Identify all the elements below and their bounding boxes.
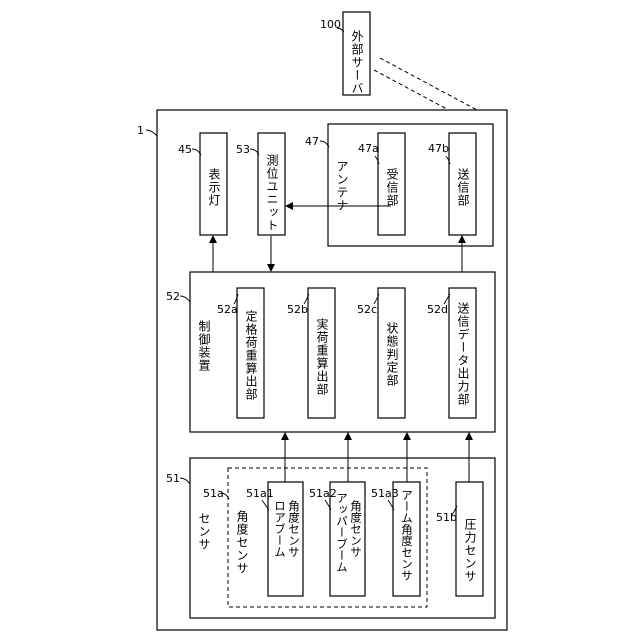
antenna-ref: 47 (305, 135, 319, 148)
sensor-label: センサ (197, 512, 211, 551)
external-server-label: 外部サーバ (350, 30, 364, 95)
angle-sensor-label: 角度センサ (235, 510, 249, 575)
pressure-sensor-label: 圧力センサ (463, 518, 477, 583)
sensor-ref: 51 (166, 472, 180, 485)
arm-angle-sensor-label: アーム角度センサ (400, 489, 414, 581)
lower-boom-sensor-line1: ロアブーム (273, 500, 287, 558)
arm-angle-sensor-ref: 51a3 (371, 487, 399, 500)
transmitter-label: 送信部 (456, 167, 470, 207)
upper-boom-sensor-ref: 51a2 (309, 487, 337, 500)
device-leader (146, 130, 157, 136)
pressure-sensor-ref: 51b (436, 511, 457, 524)
transmitter-ref: 47b (428, 142, 449, 155)
indicator-lamp-ref: 45 (178, 143, 192, 156)
device-ref: 1 (137, 124, 144, 137)
upper-boom-sensor-line2: 角度センサ (349, 500, 363, 558)
receiver-ref: 47a (358, 142, 379, 155)
rated-load-calc-ref: 52a (217, 303, 238, 316)
wireless-link-1 (380, 58, 492, 118)
tx-data-output-label: 送信データ出力部 (456, 301, 470, 406)
actual-load-calc-ref: 52b (287, 303, 308, 316)
angle-sensor-ref: 51a (203, 487, 224, 500)
state-determination-label: 状態判定部 (385, 322, 399, 387)
external-server-ref: 100 (320, 18, 341, 31)
tx-data-output-ref: 52d (427, 303, 448, 316)
positioning-unit-ref: 53 (236, 143, 250, 156)
lower-boom-sensor-ref: 51a1 (246, 487, 274, 500)
controller-label: 制御装置 (197, 320, 211, 372)
lower-boom-sensor-line2: 角度センサ (287, 500, 301, 558)
state-determination-ref: 52c (357, 303, 377, 316)
positioning-unit-label: 測位ユニット (265, 154, 279, 232)
controller-ref: 52 (166, 290, 180, 303)
upper-boom-sensor-line1: アッパーブーム (335, 492, 349, 573)
antenna: アンテナ 47 受信部 47a 送信部 47b (305, 124, 493, 246)
actual-load-calc-label: 実荷重算出部 (315, 317, 329, 396)
antenna-label: アンテナ (335, 160, 349, 212)
receiver-label: 受信部 (385, 168, 399, 207)
controller: 制御装置 52 定格荷重算出部 52a 実荷重算出部 52b 状態判定部 52c… (166, 272, 495, 432)
indicator-lamp-label: 表示灯 (207, 168, 221, 207)
sensor: センサ 51 角度センサ 51a ロアブーム 角度センサ 51a1 アッパーブー… (166, 458, 495, 618)
rated-load-calc-label: 定格荷重算出部 (244, 309, 258, 401)
